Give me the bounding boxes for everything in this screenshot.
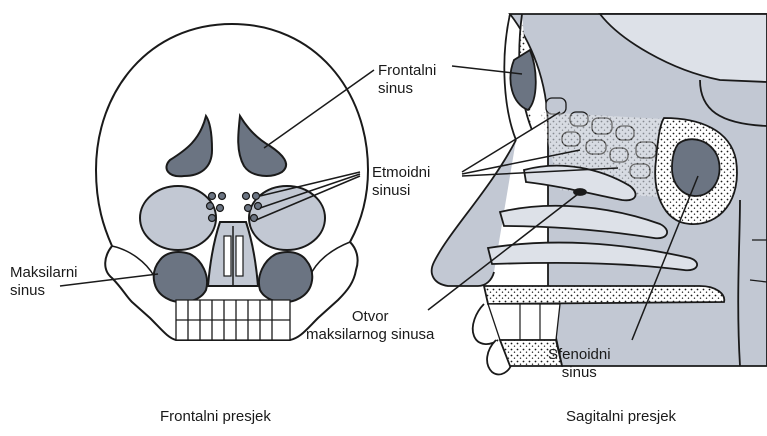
label-sfenoidni-sinus-line1: Sfenoidni	[548, 346, 611, 364]
label-etmoidni-sinusi-line1: Etmoidni	[372, 164, 430, 182]
caption-frontal: Frontalni presjek	[160, 408, 271, 425]
hard-palate	[484, 286, 724, 304]
label-otvor-line2: maksilarnog sinusa	[306, 326, 434, 344]
sphenoid-sinus	[672, 139, 720, 196]
sagittal-section	[432, 14, 767, 374]
label-maksilarni-sinus-line2: sinus	[10, 282, 78, 300]
label-frontalni-sinus-line2: sinus	[378, 80, 436, 98]
label-sfenoidni-sinus-line2: sinus	[548, 364, 611, 382]
teeth	[176, 300, 290, 340]
label-otvor-line1: Otvor	[306, 308, 434, 326]
label-sfenoidni-sinus: Sfenoidni sinus	[548, 346, 611, 382]
label-maksilarni-sinus: Maksilarni sinus	[10, 264, 78, 300]
frontal-skull	[96, 24, 368, 340]
label-etmoidni-sinusi-line2: sinusi	[372, 182, 430, 200]
skull-outline	[96, 24, 368, 340]
left-orbit	[140, 186, 216, 250]
label-maksilarni-sinus-line1: Maksilarni	[10, 264, 78, 282]
label-frontalni-sinus-line1: Frontalni	[378, 62, 436, 80]
label-frontalni-sinus: Frontalni sinus	[378, 62, 436, 98]
maxillary-ostium	[574, 189, 586, 195]
label-otvor-maksilarnog-sinusa: Otvor maksilarnog sinusa	[306, 308, 434, 344]
frontal-sinus-sagittal	[510, 50, 535, 110]
label-etmoidni-sinusi: Etmoidni sinusi	[372, 164, 430, 200]
caption-sagittal: Sagitalni presjek	[566, 408, 676, 425]
